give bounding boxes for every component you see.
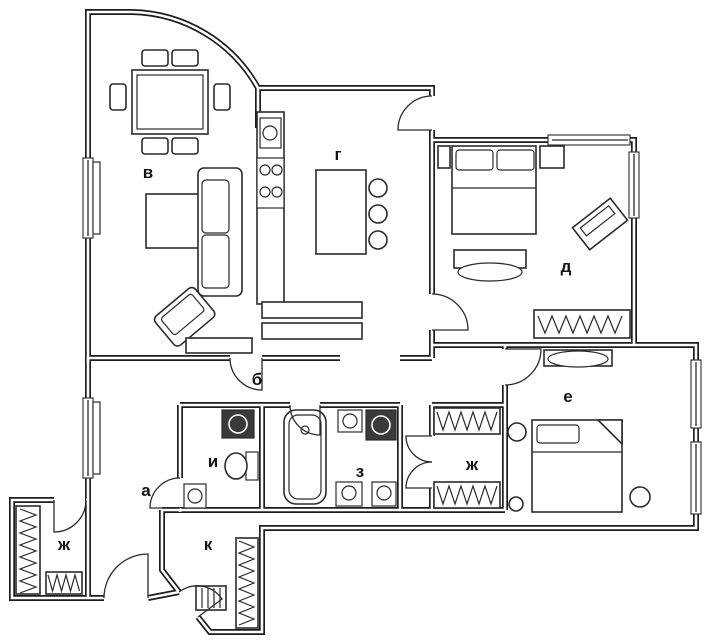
sofa [197,167,243,297]
bench [261,322,363,340]
door-arc [405,435,433,463]
stool [368,230,388,250]
stool [368,178,388,198]
room-labels: в г д е б а и з ж ж к [57,145,573,554]
radiator [92,161,101,235]
dining-table-top [136,74,204,130]
room-label-hall: б [252,370,263,389]
desk [571,197,629,251]
pillow [536,424,580,444]
rug [145,193,201,249]
washbasin-small [183,483,207,509]
kitchen-sink-bowl [262,125,278,141]
wc-fixtures [183,409,259,509]
wardrobe-bedroom-shelves [433,407,501,509]
blanket-fold [596,419,623,446]
burner [259,186,271,198]
washbasin [337,409,363,433]
pouf [629,486,651,508]
room-label-kitchen: г [334,145,341,164]
chair [141,49,169,67]
bedroom-main-furniture [437,145,631,339]
room-label-wardrobe-bedroom: ж [465,455,479,474]
kitchen-furniture [256,111,388,340]
room-label-bedroom-second: е [563,387,572,406]
rug-oval [457,262,523,282]
windows [82,134,702,515]
room-label-wardrobe-entry: ж [57,535,71,554]
bathroom-fixtures [283,409,397,507]
door-arc [397,95,433,131]
toilet [224,451,259,481]
room-label-corridor: а [141,481,151,500]
kitchen-island [315,169,367,255]
pouf [508,496,524,512]
nightstand [539,145,565,169]
wardrobe-shelves [533,309,631,339]
door-arc [289,404,321,436]
bedroom-second-furniture [507,349,651,513]
room-label-living: в [143,163,153,182]
nightstand [437,145,451,169]
door-arc [149,477,181,509]
door-arc [178,585,223,618]
door-arc [53,499,87,533]
bench [261,301,363,319]
door-arc [405,461,433,489]
room-label-bedroom-main: д [561,257,572,276]
washbasin [335,481,363,507]
room-label-closet: к [204,535,213,554]
burner [271,186,283,198]
tv-console [185,337,253,354]
burner [271,164,283,176]
pouf [507,422,527,442]
entrance-door-arc [103,553,149,599]
chair [141,137,169,155]
chair [109,83,127,111]
washbasin [371,481,397,507]
room-label-bathroom: з [356,462,364,481]
chair [171,49,199,67]
sofa-cushion [201,179,230,234]
console-oval [547,350,609,368]
washing-machine [365,409,397,441]
sofa-cushion [201,234,230,289]
chair [171,137,199,155]
washbasin [221,409,255,439]
radiator [92,401,101,475]
living-room-furniture [109,49,253,354]
door-arc [504,348,542,386]
burner [259,164,271,176]
bathtub [283,409,327,505]
wardrobe-entry-shelves [15,505,83,595]
room-label-wc: и [208,452,218,471]
stool [368,204,388,224]
doors [53,95,542,618]
chair [213,83,231,111]
pillow [496,149,535,171]
door-arc [229,357,263,391]
door-arc [431,293,469,331]
armchair [153,286,216,347]
pillow [455,149,494,171]
